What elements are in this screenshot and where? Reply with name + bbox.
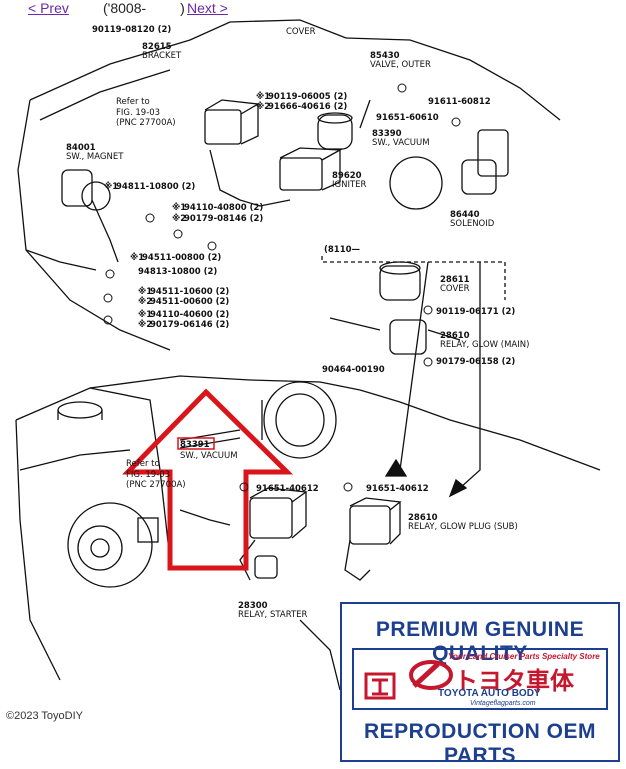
part-labels: 90119-08120 (2) 82615 BRACKET COVER 8543… (66, 25, 529, 620)
part-label: 90119-08120 (2) (92, 25, 171, 35)
part-label: 94511-10600 (2) (150, 287, 229, 297)
part-label: 90464-00190 (322, 365, 385, 375)
part-label: 90179-06158 (2) (436, 357, 515, 367)
part-desc: SOLENOID (450, 219, 495, 229)
part-label: 94110-40800 (2) (184, 203, 263, 213)
part-mark: ※2 (138, 319, 152, 330)
part-label: 89620 (332, 171, 362, 181)
part-label: 84001 (66, 143, 96, 153)
part-label: 94811-10800 (2) (116, 182, 195, 192)
refer-line: Refer to (116, 97, 150, 107)
part-label: 82615 (142, 42, 172, 52)
part-label: 90179-08146 (2) (184, 214, 263, 224)
refer-line: (PNC 27700A) (116, 118, 176, 128)
part-desc: COVER (286, 27, 316, 37)
vendor-mark-icon (364, 672, 396, 700)
refer-line: (PNC 27700A) (126, 480, 186, 490)
part-mark: ※1 (138, 286, 152, 297)
toyota-body-swoosh-icon (409, 660, 453, 690)
part-mark: ※2 (138, 296, 152, 307)
part-label: 91651-60610 (376, 113, 439, 123)
current-page-code: ('8008- (103, 0, 147, 16)
part-label: 94110-40600 (2) (150, 310, 229, 320)
vendor-logo: Your Land Cruiser Parts Specialty Store … (352, 648, 608, 710)
engine-bay-outline (15, 19, 601, 691)
part-label: 91651-40612 (256, 484, 319, 494)
part-desc: RELAY, GLOW PLUG (SUB) (408, 522, 518, 532)
part-label: 94511-00600 (2) (150, 297, 229, 307)
part-label: 28611 (440, 275, 470, 285)
part-label-highlighted: 83391 (180, 440, 210, 450)
part-mark: ※1 (172, 202, 186, 213)
vendor-name-en: TOYOTA AUTO BODY (438, 688, 541, 699)
part-desc: BRACKET (142, 51, 182, 61)
part-desc: SW., VACUUM (180, 451, 238, 461)
date-note: (8110— (324, 245, 361, 255)
part-desc: RELAY, GLOW (MAIN) (440, 340, 529, 350)
parts-diagram: 90119-08120 (2) 82615 BRACKET COVER 8543… (15, 19, 601, 691)
part-label: 94511-00800 (2) (142, 253, 221, 263)
current-page-label: ('8008-) (103, 0, 185, 16)
part-mark: ※1 (104, 181, 118, 192)
next-link[interactable]: Next > (187, 0, 228, 16)
vendor-badge: PREMIUM GENUINE QUALITY Your Land Cruise… (340, 602, 620, 767)
refer-line: Refer to (126, 459, 160, 469)
part-label: 91611-60812 (428, 97, 491, 107)
part-label: 94813-10800 (2) (138, 267, 217, 277)
part-label: 28610 (440, 331, 470, 341)
bolt-symbols (103, 83, 461, 492)
part-label: 91651-40612 (366, 484, 429, 494)
part-label: 28300 (238, 601, 268, 611)
part-label: 83390 (372, 129, 402, 139)
refer-line: FIG. 19-03 (116, 108, 160, 118)
part-mark: ※1 (130, 252, 144, 263)
copyright: ©2023 ToyoDIY (6, 710, 84, 722)
part-mark: ※2 (256, 101, 270, 112)
part-desc: RELAY, STARTER (238, 610, 308, 620)
part-label: 86440 (450, 210, 480, 220)
part-mark: ※1 (256, 91, 270, 102)
part-desc: IGNITER (332, 180, 367, 190)
highlight-box (177, 437, 215, 450)
part-label: 28610 (408, 513, 438, 523)
part-label: 85430 (370, 51, 400, 61)
part-mark: ※2 (172, 213, 186, 224)
vendor-name-jp: トヨタ車体 (454, 667, 574, 695)
part-desc: SW., VACUUM (372, 138, 430, 148)
part-label: 90119-06171 (2) (436, 307, 515, 317)
part-label: 91666-40616 (2) (268, 102, 347, 112)
badge-headline: PREMIUM GENUINE QUALITY (375, 618, 585, 665)
part-label: 90119-06005 (2) (268, 92, 347, 102)
highlight-arrow (122, 388, 294, 571)
badge-subline: REPRODUCTION OEM PARTS (363, 720, 596, 767)
part-desc: COVER (440, 284, 470, 294)
part-desc: VALVE, OUTER (370, 60, 431, 70)
page-nav: < Prev ('8008-) Next > (0, 0, 626, 18)
prev-link[interactable]: < Prev (28, 0, 69, 16)
vendor-site: Vintageflagparts.com (470, 700, 536, 707)
vendor-tagline: Your Land Cruiser Parts Specialty Store (448, 652, 600, 661)
part-mark: ※1 (138, 309, 152, 320)
refer-line: FIG. 19-03 (126, 470, 170, 480)
part-desc: SW., MAGNET (66, 152, 124, 162)
part-label: 90179-06146 (2) (150, 320, 229, 330)
current-page-suffix: ) (180, 0, 185, 16)
